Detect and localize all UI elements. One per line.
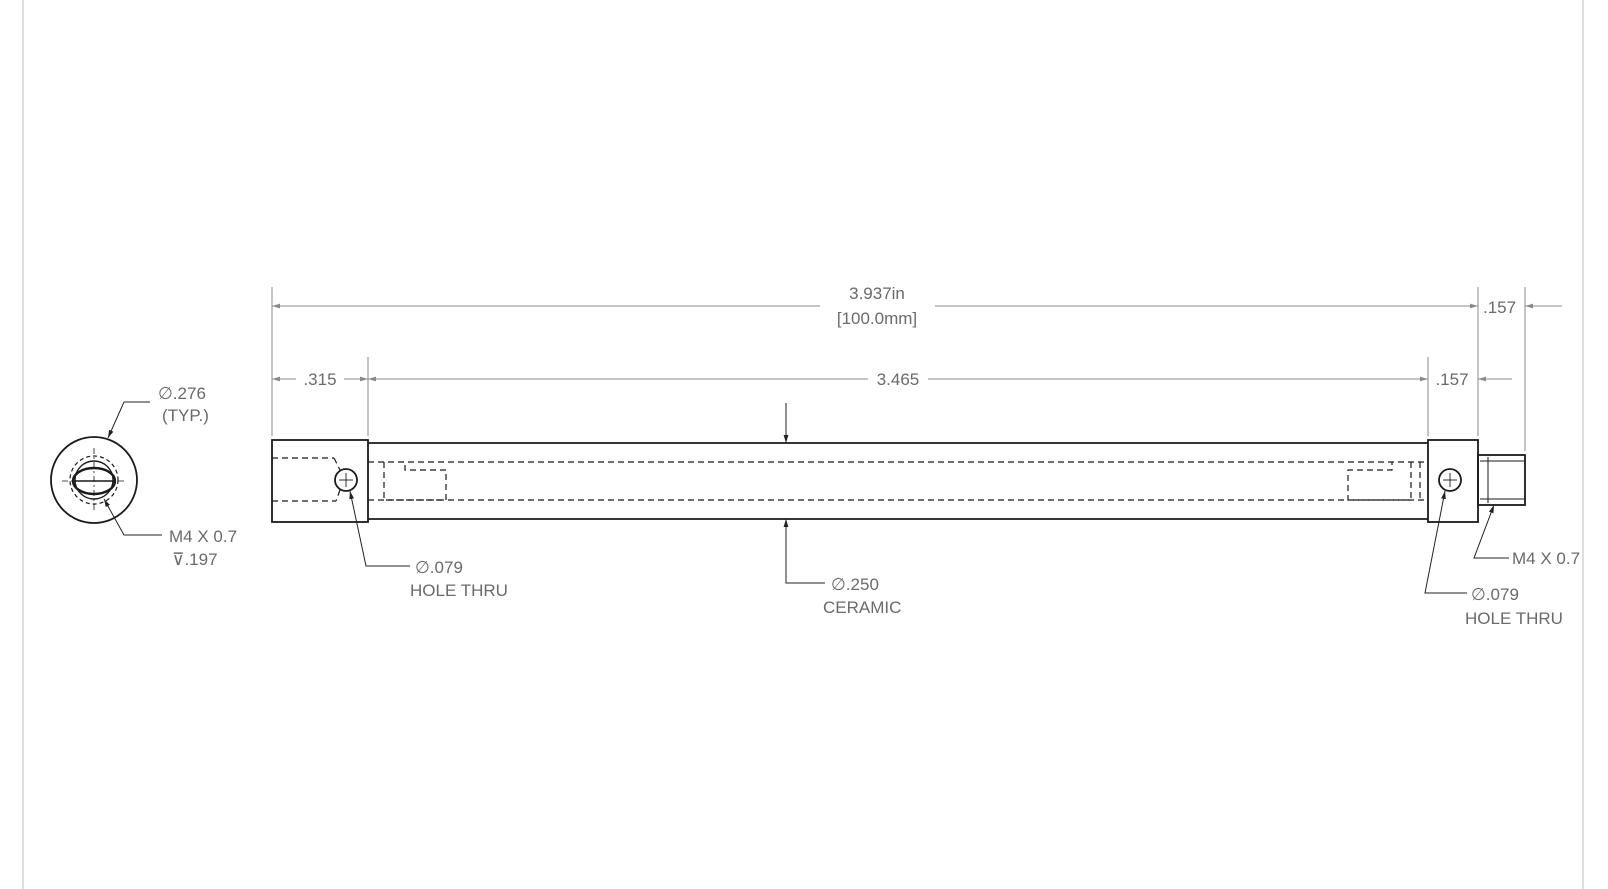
overall-length-in: 3.937in — [849, 284, 905, 303]
left-cross-hole — [334, 468, 358, 492]
hole-centers — [339, 473, 1457, 487]
left-hole-diameter-label: ∅.079 — [415, 558, 463, 577]
stud-thread-label: M4 X 0.7 — [1512, 549, 1580, 568]
left-end-cap — [271, 439, 369, 523]
hidden-lines — [272, 457, 1428, 502]
tube-diameter-arrows — [783, 403, 825, 584]
end-view-leaders — [103, 401, 162, 536]
right-hole-diameter-label: ∅.079 — [1471, 585, 1519, 604]
end-depth-label: ⊽.197 — [172, 550, 218, 569]
hole-leaders — [349, 490, 1509, 594]
tube-material-label: CERAMIC — [823, 598, 901, 617]
threaded-stud — [1477, 454, 1526, 506]
right-end-cap — [1427, 439, 1479, 523]
end-view — [50, 436, 138, 524]
sheet-frame — [22, 0, 1584, 889]
side-view — [271, 439, 1526, 523]
right-step-dimension: .157 — [1483, 298, 1516, 317]
extension-lines — [271, 287, 1526, 451]
body-length-dimension: 3.465 — [877, 370, 920, 389]
right-cross-hole — [1438, 468, 1462, 492]
right-cap-dimension: .157 — [1435, 370, 1468, 389]
overall-length-mm: [100.0mm] — [837, 309, 917, 328]
tube-diameter-label: ∅.250 — [831, 575, 879, 594]
end-typ-label: (TYP.) — [162, 406, 209, 425]
end-diameter-label: ∅.276 — [158, 384, 206, 403]
right-hole-note-label: HOLE THRU — [1465, 609, 1563, 628]
left-hole-note-label: HOLE THRU — [410, 581, 508, 600]
end-thread-label: M4 X 0.7 — [169, 527, 237, 546]
left-cap-dimension: .315 — [303, 370, 336, 389]
